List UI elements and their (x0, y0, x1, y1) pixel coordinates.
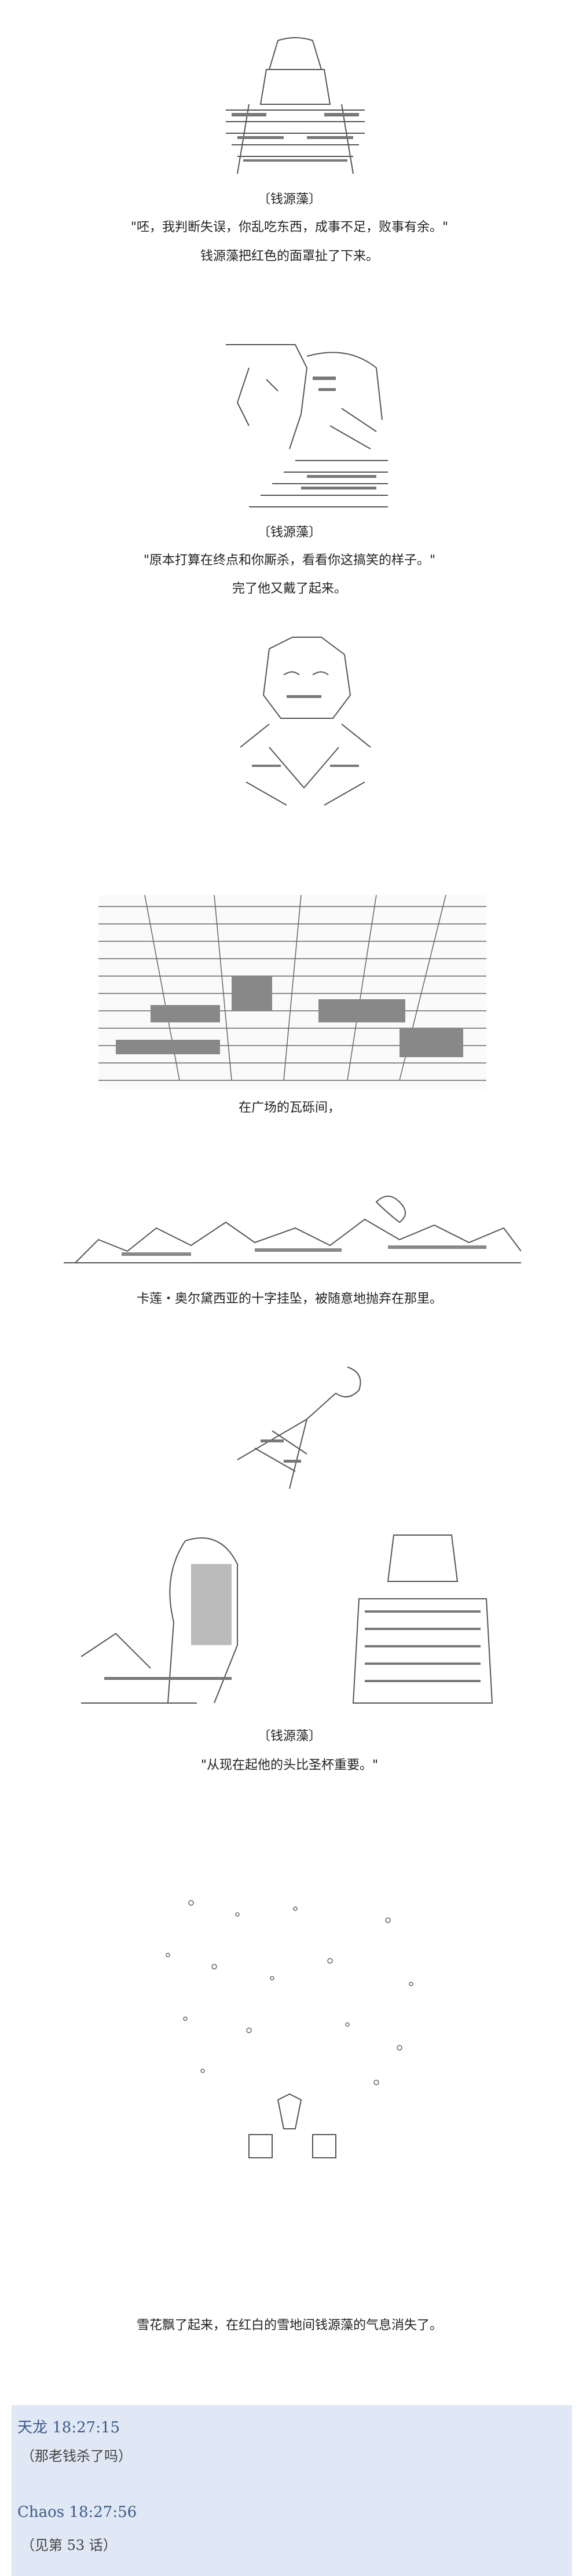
speaker-tag-1: 〔钱源藻〕 (257, 192, 321, 207)
ascii-art-cross-pendant (220, 1361, 388, 1495)
comments-panel: 天龙 18:27:15 （那老钱杀了吗） Chaos 18:27:56 （见第 … (12, 2405, 572, 2576)
ascii-art-rubble-row (64, 1187, 521, 1269)
speaker-tag-2: 〔钱源藻〕 (257, 525, 321, 540)
ascii-art-plaza-ruins (98, 895, 486, 1089)
comment-author: 天龙 18:27:15 (17, 2419, 120, 2436)
comment-text: （见第 53 话） (21, 2537, 117, 2553)
narration-line: 卡莲・奥尔黛西亚的十字挂坠，被随意地抛弃在那里。 (136, 1292, 442, 1306)
ascii-art-face-reveal (214, 333, 394, 513)
ascii-art-two-figures (81, 1529, 498, 1715)
narration-line: 钱源藻把红色的面罩扯了下来。 (200, 249, 379, 264)
speaker-tag-3: 〔钱源藻〕 (257, 1729, 321, 1744)
ascii-art-masked-figure (234, 631, 376, 817)
dialogue-line: "原本打算在终点和你厮杀，看看你这搞笑的样子。" (143, 553, 436, 568)
dialogue-line: "从现在起他的头比圣杯重要。" (200, 1758, 379, 1773)
ascii-art-figure-helmet (214, 35, 376, 177)
narration-line: 雪花飘了起来，在红白的雪地间钱源藻的气息消失了。 (136, 2318, 442, 2333)
narration-line: 完了他又戴了起来。 (232, 582, 347, 596)
ascii-art-snowfall (156, 1886, 440, 2164)
comment-text: （那老钱杀了吗） (21, 2448, 132, 2464)
comment-author: Chaos 18:27:56 (17, 2504, 137, 2521)
narration-line: 在广场的瓦砾间， (238, 1101, 340, 1115)
dialogue-line: "呸，我判断失误，你乱吃东西，成事不足，败事有余。" (130, 220, 449, 235)
